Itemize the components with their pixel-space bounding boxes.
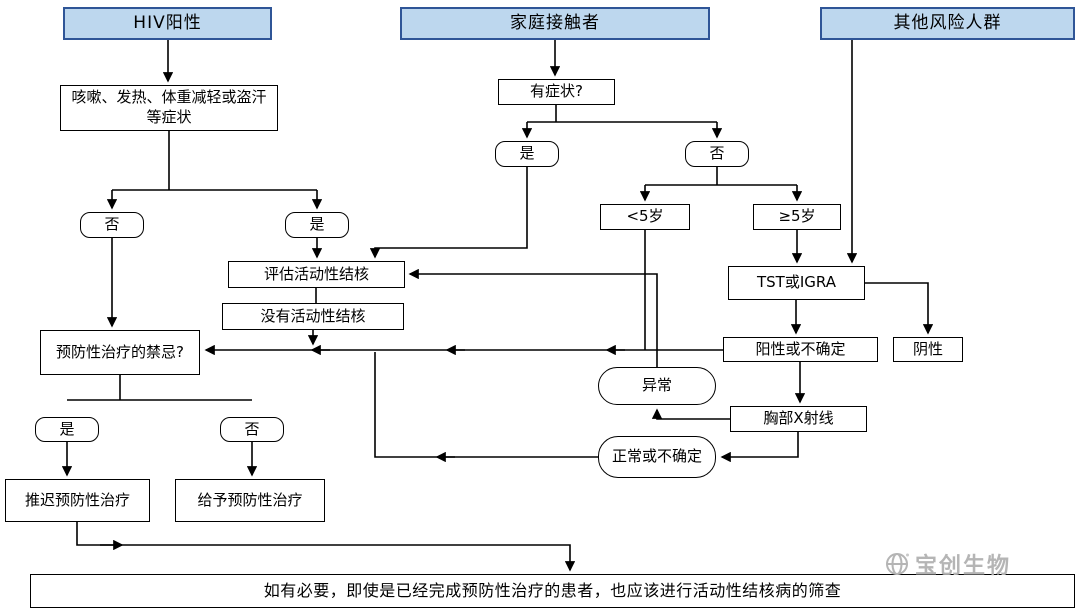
decision-xray-abnormal: 异常 — [598, 367, 716, 405]
box-5-years-and-over: ≥5岁 — [753, 204, 841, 230]
box-tst-or-igra: TST或IGRA — [728, 266, 865, 300]
box-symptomatic-question: 有症状? — [498, 79, 615, 105]
box-preventive-treatment-contraindication: 预防性治疗的禁忌? — [40, 330, 200, 375]
decision-hiv-symptoms-no: 否 — [80, 212, 144, 238]
box-no-active-tb: 没有活动性结核 — [222, 303, 404, 330]
box-hiv-symptoms: 咳嗽、发热、体重减轻或盗汗等症状 — [60, 85, 278, 131]
header-hiv-positive: HIV阳性 — [63, 7, 272, 40]
decision-symptomatic-no: 否 — [685, 141, 749, 167]
header-other-risk-groups: 其他风险人群 — [820, 7, 1075, 40]
box-evaluate-active-tb: 评估活动性结核 — [228, 261, 405, 288]
watermark: 宝创生物 — [884, 548, 1011, 580]
globe-icon — [886, 553, 909, 575]
box-give-preventive-treatment: 给予预防性治疗 — [175, 479, 325, 522]
box-postpone-preventive-treatment: 推迟预防性治疗 — [5, 479, 150, 522]
header-household-contacts: 家庭接触者 — [400, 7, 710, 40]
box-positive-or-uncertain: 阳性或不确定 — [723, 337, 878, 362]
box-chest-xray: 胸部X射线 — [730, 406, 867, 432]
box-negative-result: 阴性 — [893, 337, 963, 362]
decision-contraindication-no: 否 — [220, 417, 284, 442]
decision-contraindication-yes: 是 — [35, 417, 99, 442]
box-under-5-years: <5岁 — [600, 204, 690, 230]
decision-hiv-symptoms-yes: 是 — [285, 212, 349, 238]
watermark-brand: 宝创生物 — [915, 554, 1012, 579]
decision-xray-normal-or-uncertain: 正常或不确定 — [598, 436, 716, 478]
decision-symptomatic-yes: 是 — [495, 141, 559, 167]
footer-note-bar: 如有必要，即使是已经完成预防性治疗的患者，也应该进行活动性结核病的筛查 — [30, 574, 1075, 608]
